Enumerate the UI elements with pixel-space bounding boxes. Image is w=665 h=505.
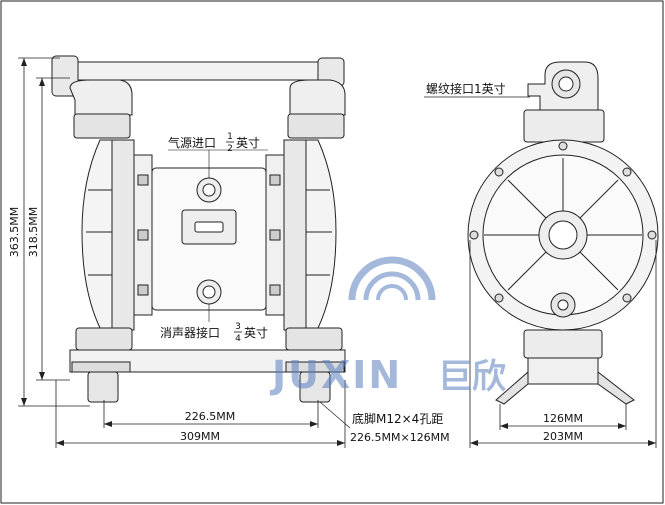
bottom-port-left — [87, 371, 119, 403]
clamp-ring-left — [111, 139, 135, 331]
clamp-ring-right — [283, 139, 307, 331]
bolt — [137, 284, 149, 296]
svg-text:底脚M12×4孔距: 底脚M12×4孔距 — [352, 411, 443, 426]
valve-cap-slot — [194, 221, 224, 233]
bolt — [269, 229, 281, 241]
dim-total-height: 363.5MM — [8, 207, 21, 257]
bolt — [269, 174, 281, 186]
svg-text:1: 1 — [227, 132, 233, 142]
svg-text:英寸: 英寸 — [236, 136, 260, 150]
dim-total-width: 309MM — [180, 430, 220, 443]
svg-text:气源进口: 气源进口 — [168, 135, 216, 150]
svg-text:英寸: 英寸 — [244, 326, 268, 340]
elbow-upper-left — [69, 79, 133, 116]
front-dimension-arrows — [21, 58, 345, 446]
bolt — [269, 284, 281, 296]
side-base-block — [527, 357, 599, 385]
label-foot: 底脚M12×4孔距 226.5MM×126MM — [319, 401, 450, 444]
bottom-manifold — [69, 349, 346, 373]
label-thread-port: 螺纹接口1英寸 — [426, 81, 506, 96]
brand-watermark: JUXIN 巨欣 — [269, 256, 506, 397]
side-view — [467, 61, 659, 405]
svg-text:2: 2 — [227, 144, 233, 154]
label-muffler: 消声器接口 3 4 英寸 — [160, 304, 268, 344]
bolt — [137, 174, 149, 186]
flange-upper-left — [73, 113, 131, 139]
dim-body-height: 318.5MM — [27, 207, 40, 257]
svg-text:3: 3 — [235, 322, 241, 332]
side-bottom-flange — [523, 329, 603, 359]
elbow-upper-right — [289, 79, 346, 116]
foot-right — [285, 361, 345, 373]
front-view — [51, 55, 346, 403]
muffler-bore — [202, 285, 216, 299]
chamber-hub-inner — [548, 220, 578, 250]
flange-lower-right — [285, 327, 343, 351]
dim-mount-width: 226.5MM — [185, 410, 235, 423]
side-top-flange — [523, 109, 605, 143]
svg-text:4: 4 — [235, 334, 241, 344]
foot-left — [71, 361, 131, 373]
watermark-logo-icon — [348, 256, 436, 301]
flange-upper-right — [287, 113, 345, 139]
front-dimensions — [18, 57, 346, 448]
svg-text:消声器接口: 消声器接口 — [160, 325, 220, 340]
side-top-port-bore — [558, 76, 574, 92]
label-air-inlet: 气源进口 1 2 英寸 — [168, 132, 268, 178]
dim-side-total-width: 203MM — [543, 430, 583, 443]
svg-text:226.5MM×126MM: 226.5MM×126MM — [350, 431, 450, 444]
flange-lower-left — [75, 327, 133, 351]
air-inlet-bore — [202, 183, 216, 197]
side-dimensions — [424, 96, 657, 448]
dim-side-mount-width: 126MM — [543, 412, 583, 425]
side-dimension-arrows — [470, 423, 656, 446]
side-bottom-port-bore — [557, 299, 569, 311]
watermark-cjk: 巨欣 — [438, 357, 506, 397]
watermark-latin: JUXIN — [269, 353, 402, 397]
bolt — [137, 229, 149, 241]
